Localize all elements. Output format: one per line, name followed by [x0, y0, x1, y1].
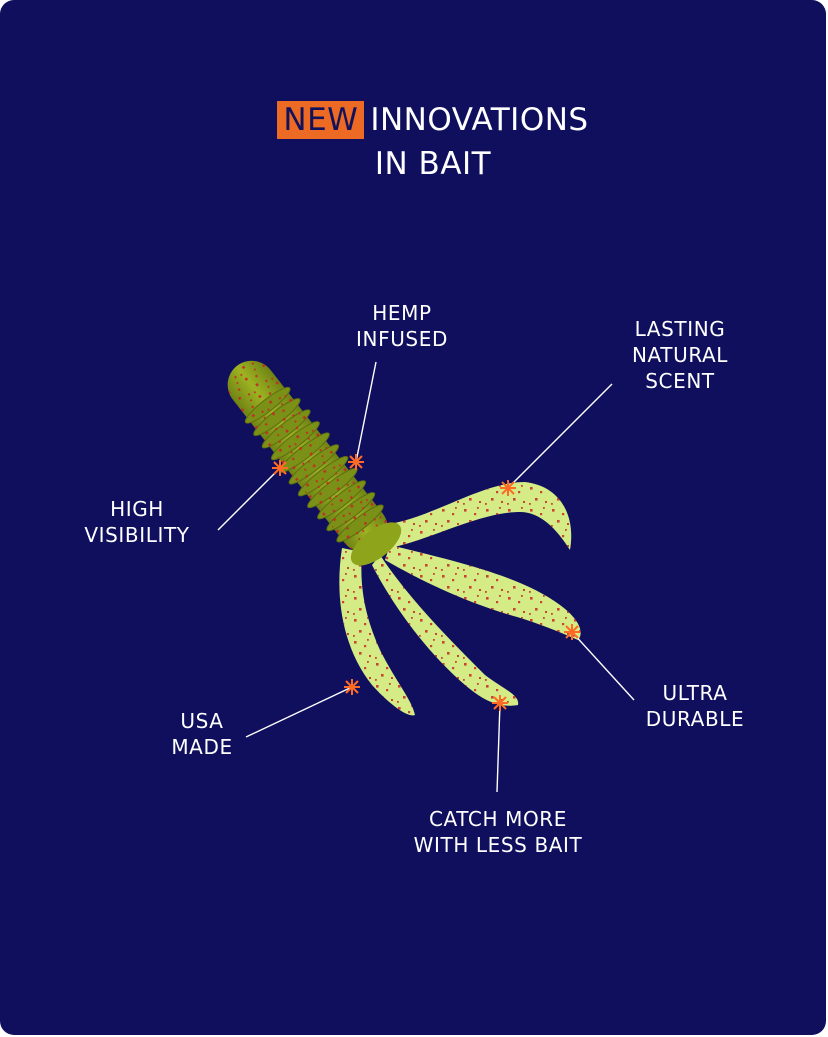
asterisk-marker-icon — [500, 480, 516, 496]
bait-body — [227, 360, 402, 566]
feature-label-hemp: HEMP INFUSED — [356, 301, 448, 351]
asterisk-marker-icon — [272, 460, 288, 476]
feature-label-catch: CATCH MORE WITH LESS BAIT — [413, 807, 583, 857]
asterisk-marker-icon — [492, 695, 508, 711]
leader-lines — [217, 361, 635, 793]
feature-label-visibility: HIGH VISIBILITY — [84, 497, 190, 547]
asterisk-marker-icon — [348, 454, 364, 470]
title-line-1-text: INNOVATIONS — [370, 102, 589, 138]
asterisk-marker-icon — [564, 624, 580, 640]
asterisk-marker-icon — [344, 679, 360, 695]
feature-label-durable: ULTRA DURABLE — [645, 681, 745, 731]
feature-label-usa: USA MADE — [171, 709, 233, 759]
markers — [272, 454, 580, 711]
bait-tails — [339, 482, 581, 716]
new-badge: NEW — [277, 101, 365, 139]
title-line-2: IN BAIT — [374, 146, 492, 182]
feature-label-scent: LASTING NATURAL SCENT — [631, 317, 729, 393]
